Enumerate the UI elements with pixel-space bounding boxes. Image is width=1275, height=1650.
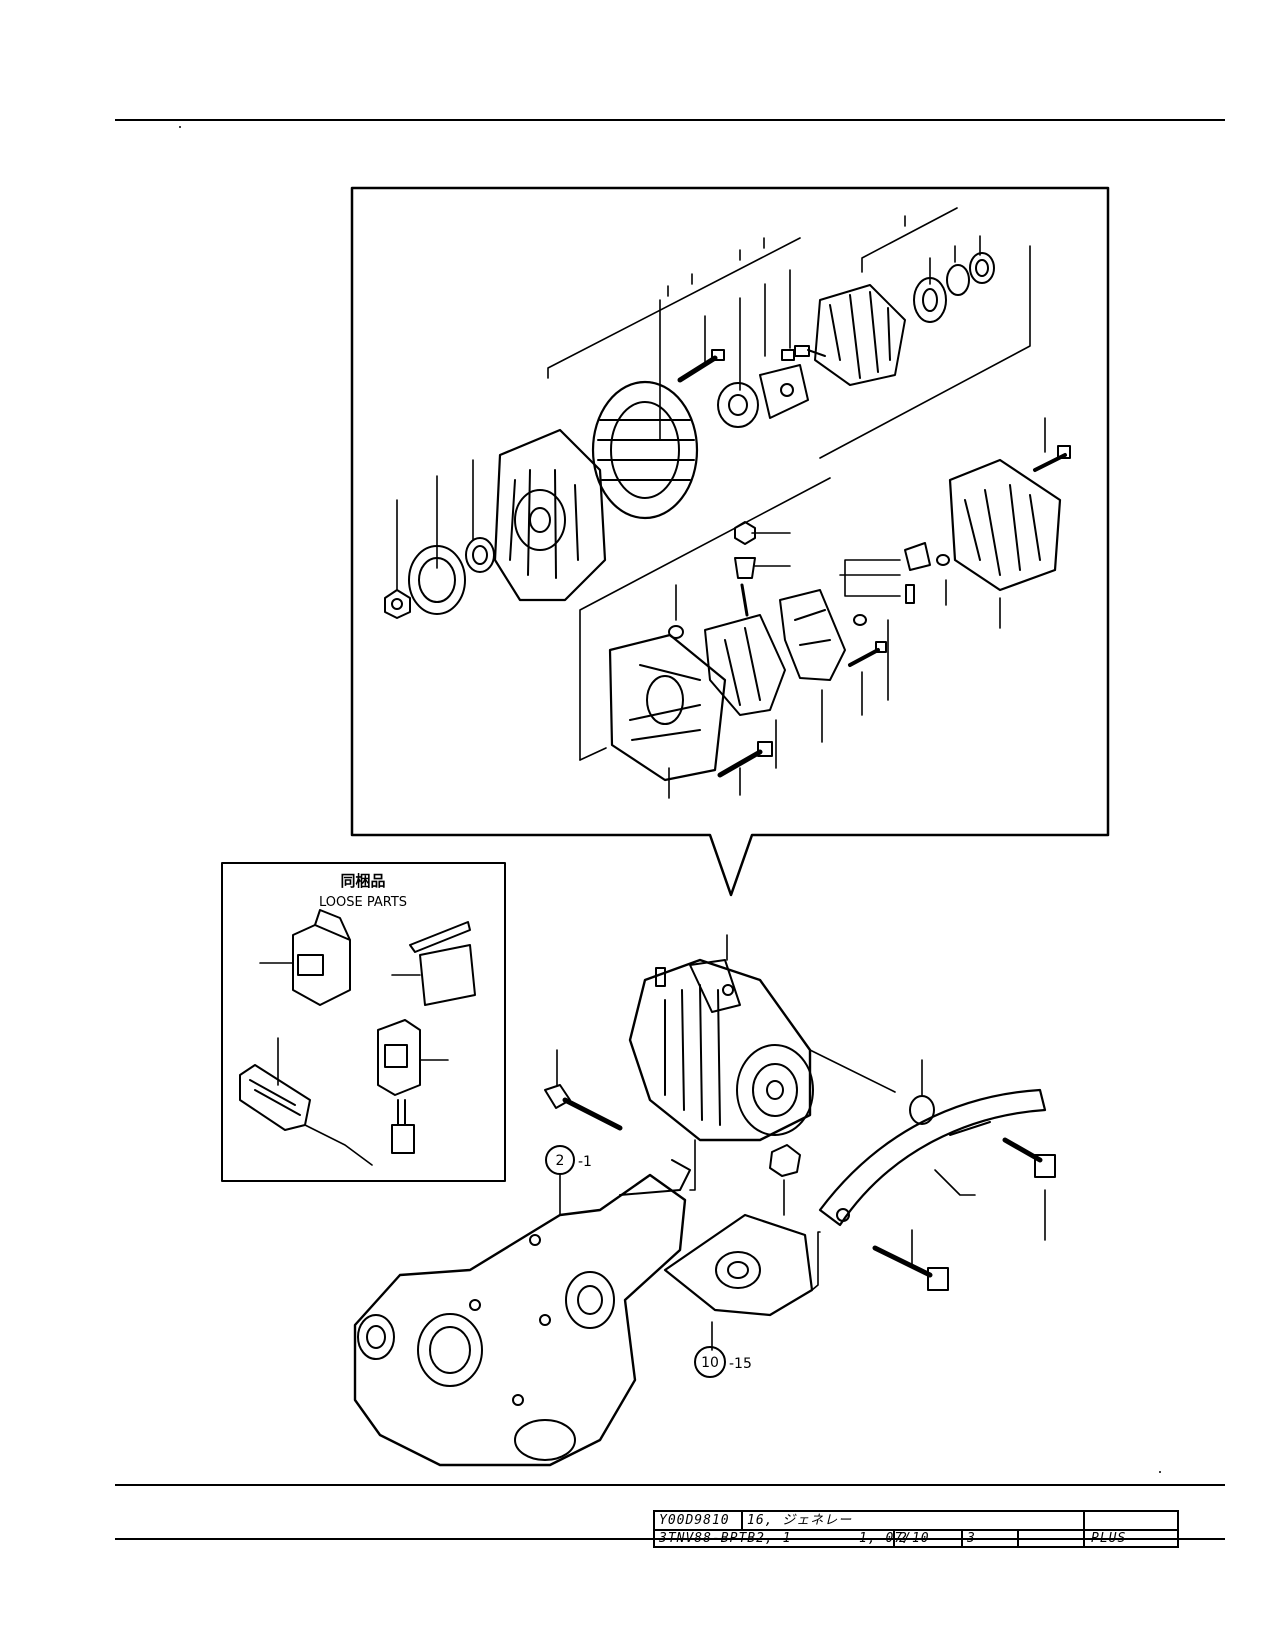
stator xyxy=(591,380,699,520)
drive-end-bearing xyxy=(717,349,809,428)
rotor-bearing xyxy=(913,252,995,323)
through-bolt-upper xyxy=(677,349,725,383)
page-speck xyxy=(179,126,181,128)
title-block-vline xyxy=(893,1529,895,1548)
section-title: 16, ジェネレー xyxy=(747,1513,853,1528)
callout-ref-a-number: 2 xyxy=(556,1153,565,1169)
title-block-vline xyxy=(1017,1529,1019,1548)
callout-ref-a xyxy=(545,1145,575,1175)
relay-a xyxy=(259,909,351,1006)
drawing-code: Y00D9810 xyxy=(659,1513,730,1528)
title-block-vline xyxy=(741,1512,743,1529)
alternator-rotor xyxy=(794,284,906,386)
engine-model: 3TNV88-BPTB2, 1 xyxy=(659,1531,792,1546)
callout-ref-b xyxy=(694,1346,726,1378)
harness-connector xyxy=(239,1037,373,1166)
loose-parts-title-jp: 同梱品 xyxy=(340,872,385,890)
detail-box xyxy=(350,186,1110,897)
brush-holder xyxy=(779,589,846,681)
rear-cover xyxy=(948,445,1071,592)
revision-date: 1, 07/10 xyxy=(859,1531,930,1546)
title-block: Y00D9810 16, ジェネレー 3TNV88-BPTB2, 1 1, 07… xyxy=(653,1510,1179,1548)
top-rule xyxy=(115,119,1225,121)
loose-parts-box xyxy=(221,862,506,1182)
title-block-col-2: 2 xyxy=(899,1531,908,1546)
edition-label: PLUS xyxy=(1091,1531,1127,1546)
bracket-adjuster xyxy=(818,1088,1047,1227)
footer-rule-top xyxy=(115,1484,1225,1486)
sensor-module xyxy=(377,1019,449,1154)
relay-b xyxy=(391,921,476,1006)
drive-end-frame xyxy=(493,428,607,602)
title-block-col-3: 3 xyxy=(967,1531,976,1546)
pulley-nut xyxy=(384,589,411,619)
callout-ref-b-suffix: -15 xyxy=(729,1356,752,1372)
pulley xyxy=(408,537,495,615)
main-alternator xyxy=(628,934,896,1142)
rectifier xyxy=(704,583,786,716)
tension-pulley-bracket xyxy=(663,1213,821,1351)
page-speck xyxy=(1159,1471,1161,1473)
title-block-vline xyxy=(1083,1529,1085,1548)
callout-ref-b-number: 10 xyxy=(701,1355,719,1371)
footer-rule-bottom xyxy=(115,1538,1225,1540)
title-block-vline xyxy=(961,1529,963,1548)
callout-ref-a-suffix: -1 xyxy=(578,1154,592,1170)
small-hardware xyxy=(668,521,950,778)
bolts-main xyxy=(544,1049,1056,1291)
title-block-vline xyxy=(1083,1512,1085,1529)
gear-case-cover xyxy=(353,1139,696,1467)
title-block-divider xyxy=(655,1529,1177,1531)
loose-parts-title-en: LOOSE PARTS xyxy=(319,895,407,910)
